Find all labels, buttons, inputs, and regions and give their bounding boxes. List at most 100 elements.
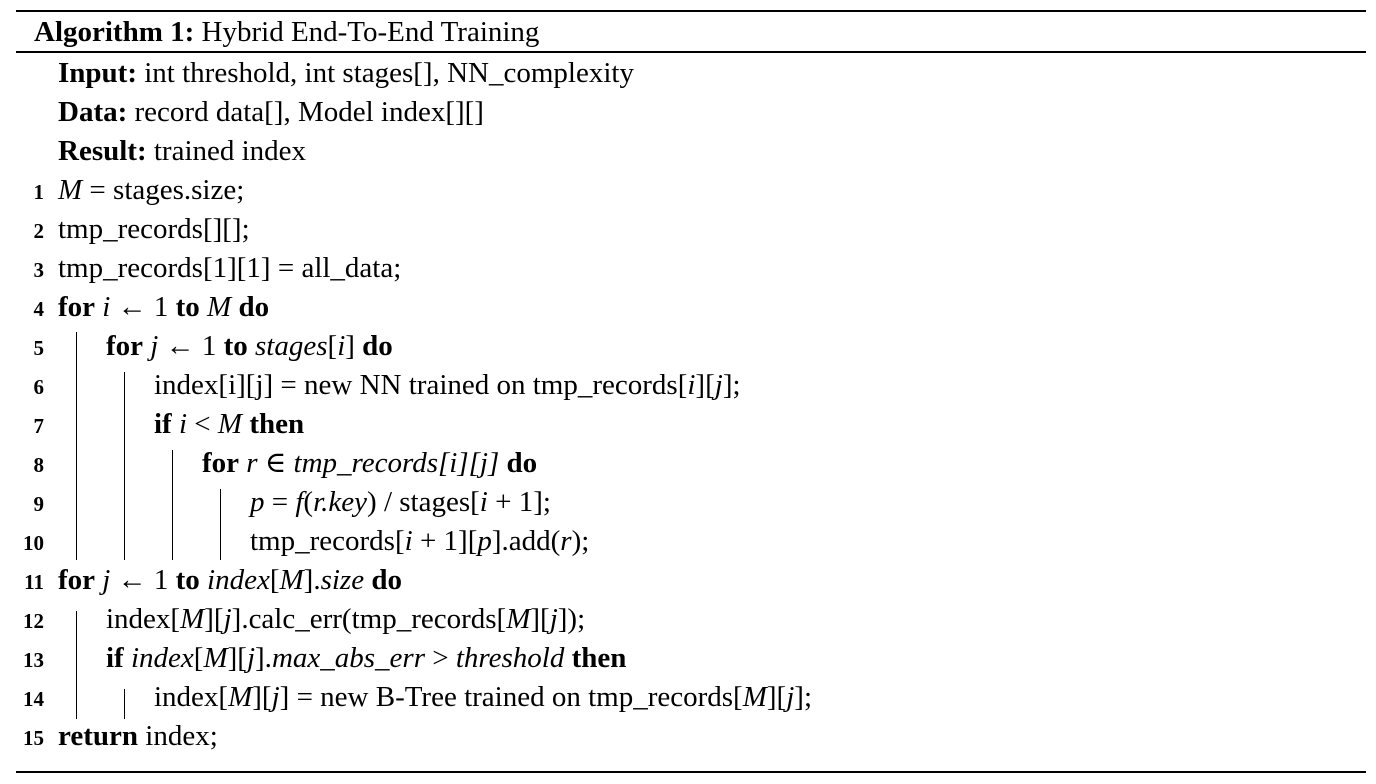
math-variable: p <box>477 525 492 557</box>
math-variable: j <box>150 330 159 362</box>
line-content: if i < M then <box>154 406 304 442</box>
code-text: index[ <box>106 603 181 635</box>
keyword: to <box>223 330 248 362</box>
math-variable: M <box>506 603 531 635</box>
code-text: ].calc_err(tmp_records[ <box>231 603 507 635</box>
keyword: do <box>506 447 538 479</box>
line-number: 4 <box>33 297 45 321</box>
code-text: ∈ <box>257 447 294 479</box>
math-variable: M <box>279 564 304 596</box>
code-text: [ <box>269 564 280 596</box>
code-text: = stages.size; <box>82 174 245 206</box>
math-variable: stages <box>255 330 328 362</box>
math-variable: i <box>178 408 188 440</box>
code-text: > <box>424 642 456 674</box>
line-content: for r ∈ tmp_records[i][j] do <box>202 445 537 481</box>
code-text: ].add( <box>491 525 561 557</box>
code-text: ← 1 <box>110 564 176 596</box>
math-variable: r <box>560 525 572 557</box>
keyword: if <box>106 642 124 674</box>
keyword: for <box>202 447 240 479</box>
line-content: for i ← 1 to M do <box>58 289 269 325</box>
math-variable: p <box>250 486 265 518</box>
math-variable: i <box>337 330 346 362</box>
code-text: index; <box>138 720 218 752</box>
line-content: M = stages.size; <box>58 172 244 208</box>
math-variable: j <box>549 603 558 635</box>
scope-bar-if-2 <box>124 689 125 719</box>
math-variable: tmp_records[i][j] <box>293 447 500 479</box>
code-text: + 1]; <box>487 486 551 518</box>
scope-bar-if <box>172 450 173 560</box>
math-variable: j <box>102 564 111 596</box>
code-text: ); <box>571 525 590 557</box>
keyword: then <box>249 408 305 440</box>
math-variable: M <box>228 681 253 713</box>
code-text: ]); <box>557 603 586 635</box>
code-text <box>200 564 207 596</box>
line-content: p = f(r.key) / stages[i + 1]; <box>250 484 551 520</box>
algorithm-name: Hybrid End-To-End Training <box>201 16 540 48</box>
math-variable: M <box>203 642 228 674</box>
line-number: 8 <box>33 453 45 477</box>
keyword: do <box>371 564 402 596</box>
algorithm-title: Algorithm 1: Hybrid End-To-End Training <box>34 14 539 50</box>
code-text: [ <box>327 330 338 362</box>
code-text: ← 1 <box>158 330 224 362</box>
code-text <box>172 408 179 440</box>
keyword: to <box>175 291 200 323</box>
math-variable: f <box>295 486 304 518</box>
math-variable: j <box>223 603 232 635</box>
line-content: index[i][j] = new NN trained on tmp_reco… <box>154 367 741 403</box>
keyword: to <box>175 564 200 596</box>
scope-bar-for-r <box>220 489 221 560</box>
result-text: trained index <box>153 135 307 167</box>
code-text: ] <box>345 330 363 362</box>
code-text: ][ <box>252 681 272 713</box>
code-text: ]; <box>722 369 741 401</box>
code-text: ( <box>303 486 314 518</box>
math-variable: max_abs_err <box>271 642 425 674</box>
line-content: return index; <box>58 718 218 754</box>
line-number: 2 <box>33 219 45 243</box>
code-text: ][ <box>204 603 224 635</box>
math-variable: index <box>130 642 194 674</box>
line-number: 1 <box>33 180 45 204</box>
math-variable: size <box>320 564 365 596</box>
code-text <box>499 447 506 479</box>
code-text: ][ <box>227 642 247 674</box>
code-text: ][ <box>766 681 787 713</box>
line-number: 3 <box>33 258 45 282</box>
code-text: ]. <box>303 564 321 596</box>
code-text: index[ <box>154 681 229 713</box>
math-variable: i <box>404 525 413 557</box>
line-content: index[M][j] = new B-Tree trained on tmp_… <box>154 679 812 715</box>
code-text <box>124 642 131 674</box>
math-variable: M <box>58 174 83 206</box>
algorithm-block: Algorithm 1: Hybrid End-To-End Training … <box>16 0 1366 784</box>
math-variable: r <box>246 447 258 479</box>
line-number: 14 <box>23 687 44 711</box>
keyword: do <box>362 330 393 362</box>
line-content: tmp_records[][]; <box>58 211 250 247</box>
input-text: int threshold, int stages[], NN_complexi… <box>144 57 634 89</box>
math-variable: i <box>479 486 488 518</box>
scope-bar-for-j-2 <box>76 611 77 719</box>
keyword: return <box>58 720 139 752</box>
code-text <box>248 330 255 362</box>
title-rule <box>16 51 1366 53</box>
code-text: + 1][ <box>412 525 478 557</box>
result-keyword: Result: <box>58 135 147 167</box>
code-text: tmp_records[1][1] = all_data; <box>58 252 402 284</box>
line-content: index[M][j].calc_err(tmp_records[M][j]); <box>106 601 585 637</box>
line-content: tmp_records[i + 1][p].add(r); <box>250 523 589 559</box>
data-keyword: Data: <box>58 96 128 128</box>
code-text: ← 1 <box>110 291 176 323</box>
data-text: record data[], Model index[][] <box>134 96 484 128</box>
math-variable: threshold <box>455 642 565 674</box>
math-variable: i <box>687 369 696 401</box>
code-text: ][ <box>530 603 550 635</box>
input-keyword: Input: <box>58 57 137 89</box>
math-variable: r.key <box>313 486 368 518</box>
scope-bar-for-i <box>76 332 77 560</box>
